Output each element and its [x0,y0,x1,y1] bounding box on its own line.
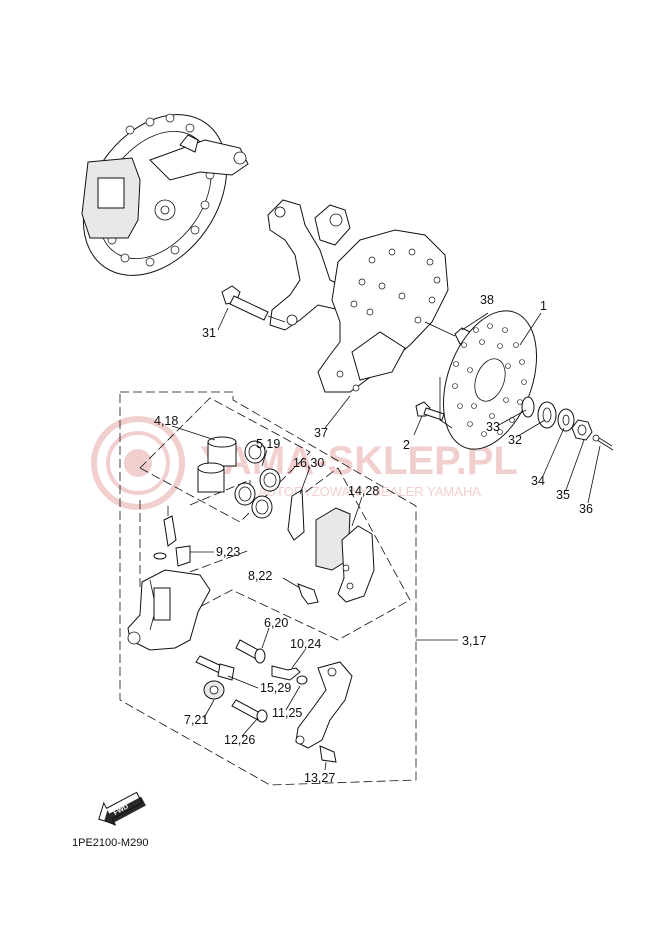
pistons-4-18 [197,436,237,493]
callout-13-27: 13,27 [304,771,335,785]
callout-16-30: 16,30 [293,456,324,470]
callout-38: 38 [480,293,494,307]
callout-32: 32 [508,433,522,447]
callout-37: 37 [314,426,328,440]
callout-15-29: 15,29 [260,681,291,695]
diagram-code: 1PE2100-M290 [72,837,148,849]
callout-1: 1 [540,299,547,313]
callout-4-18: 4,18 [154,414,178,428]
caliper-body [127,569,211,651]
retainer-clip-8-22 [297,583,319,605]
boot-7-21 [203,680,225,700]
callout-8-22: 8,22 [248,569,272,583]
bolt-31 [221,285,269,321]
leader-lines [171,307,601,771]
piston-seals-5-19 [234,440,281,519]
brake-pads-14-28 [315,507,375,603]
assembled-hub-illustration [81,113,249,276]
callout-6-20: 6,20 [264,616,288,630]
spacer-34 [557,408,575,432]
callout-34: 34 [531,474,545,488]
callout-7-21: 7,21 [184,713,208,727]
callout-11-25: 11,25 [272,706,302,720]
nut-35 [571,419,593,441]
disc-guard-37 [317,229,449,393]
callout-10-24: 10,24 [290,637,321,651]
callout-labels: 1 2 3,17 4,18 5,19 6,20 7,21 8,22 9,23 1… [154,293,593,785]
callout-5-19: 5,19 [256,437,280,451]
bleed-screw-9-23 [153,506,191,567]
callout-14-28: 14,28 [348,484,379,498]
callout-36: 36 [579,502,593,516]
bolt-2 [415,401,445,421]
boot-11-25 [296,675,308,685]
cotter-pin-36 [592,434,614,451]
callout-35: 35 [556,488,570,502]
bearing-32 [537,401,557,429]
slide-pin-15-29 [195,655,235,681]
caliper-assembly-boundary [119,391,417,786]
pin-12-26 [231,699,268,723]
callout-9-23: 9,23 [216,545,240,559]
washer-33 [521,396,535,418]
pad-shim-16-30 [287,489,305,541]
fwd-arrow-icon: FWD [98,791,146,826]
brake-disc-1 [442,310,538,450]
bolt-10-24 [271,665,301,681]
callout-31: 31 [202,326,216,340]
slide-pin-6-20 [235,639,266,664]
callout-33: 33 [486,420,500,434]
callout-3-17: 3,17 [462,634,486,648]
watermark-subtitle: AUTORYZOWANY DEALER YAMAHA [258,484,481,499]
caliper-bracket-13-27 [295,661,353,763]
callout-2: 2 [403,438,410,452]
callout-12-26: 12,26 [224,733,255,747]
